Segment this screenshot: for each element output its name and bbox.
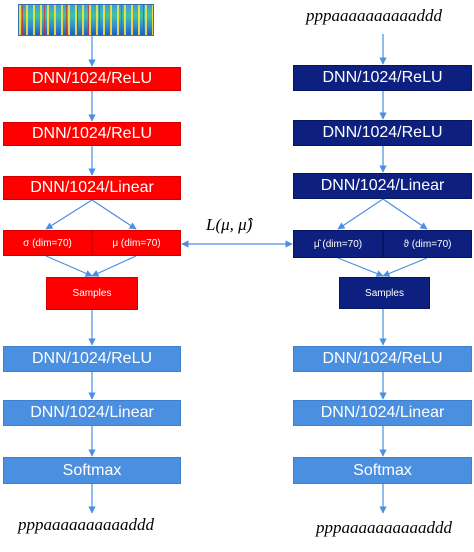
arrow-left-merge-sigma [45, 255, 93, 277]
left-decoder-layer-2: DNN/1024/Linear [3, 400, 181, 426]
left-mu-box: μ (dim=70) [92, 230, 181, 256]
right-decoder-layer-2: DNN/1024/Linear [293, 400, 472, 426]
left-sigma-box: σ (dim=70) [3, 230, 92, 256]
arrow-right-merge-theta [382, 257, 428, 277]
right-input-sequence: pppaaaaaaaaaaddd [306, 6, 442, 25]
right-muhat-box: μ̂ (dim=70) [293, 230, 383, 258]
left-encoder-layer-3: DNN/1024/Linear [3, 176, 181, 200]
arrow-left-split-mu [91, 199, 137, 230]
left-encoder-layer-2: DNN/1024/ReLU [3, 122, 181, 146]
loss-label: L(μ, μ̂) [206, 215, 253, 234]
arrow-right-split-theta [382, 198, 428, 230]
arrow-left-merge-mu [91, 255, 137, 277]
arrow-right-merge-muhat [337, 257, 384, 277]
right-softmax-box: Softmax [293, 457, 472, 484]
right-output-sequence: pppaaaaaaaaaaddd [316, 518, 452, 537]
right-encoder-layer-2: DNN/1024/ReLU [293, 120, 472, 146]
arrow-left-split-sigma [45, 199, 93, 230]
left-encoder-layer-1: DNN/1024/ReLU [3, 67, 181, 91]
right-theta-box: ϑ (dim=70) [383, 230, 472, 258]
spectrogram-image [18, 4, 154, 36]
left-output-sequence: pppaaaaaaaaaaddd [18, 515, 154, 534]
left-samples-box: Samples [46, 277, 138, 310]
right-encoder-layer-3: DNN/1024/Linear [293, 173, 472, 199]
right-encoder-layer-1: DNN/1024/ReLU [293, 65, 472, 91]
left-softmax-box: Softmax [3, 457, 181, 484]
arrow-right-split-muhat [337, 198, 384, 230]
right-samples-box: Samples [339, 277, 430, 309]
left-decoder-layer-1: DNN/1024/ReLU [3, 346, 181, 372]
right-decoder-layer-1: DNN/1024/ReLU [293, 346, 472, 372]
